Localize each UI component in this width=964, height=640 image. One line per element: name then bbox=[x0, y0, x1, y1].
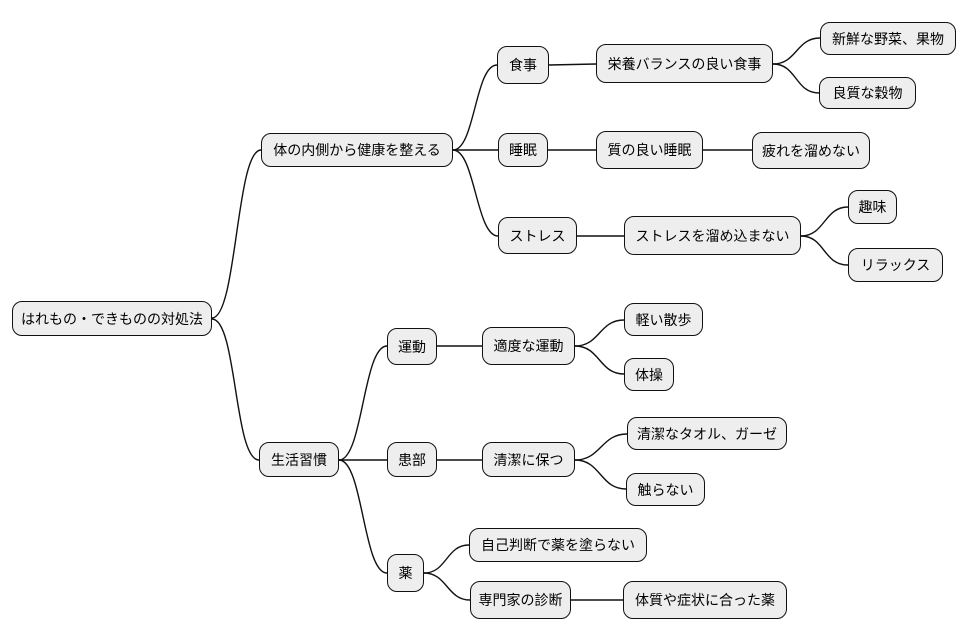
node-calisthenics: 体操 bbox=[624, 358, 674, 391]
node-hobby: 趣味 bbox=[848, 190, 897, 224]
node-no-self-medication: 自己判断で薬を塗らない bbox=[469, 528, 647, 562]
edge-root-inner-health bbox=[211, 149, 262, 319]
edge-keep-clean-no-touching bbox=[574, 459, 627, 490]
node-specialist-diagnosis: 専門家の診断 bbox=[470, 581, 571, 619]
node-fresh-vegetables: 新鮮な野菜、果物 bbox=[820, 22, 956, 55]
edge-balanced-meal-fresh-vegetables bbox=[772, 37, 821, 65]
node-lifestyle: 生活習慣 bbox=[259, 442, 339, 477]
node-meal: 食事 bbox=[497, 46, 549, 84]
node-relax: リラックス bbox=[848, 248, 943, 282]
node-keep-clean: 清潔に保つ bbox=[482, 442, 575, 477]
node-sleep: 睡眠 bbox=[498, 133, 548, 167]
node-stress: ストレス bbox=[498, 217, 577, 254]
edge-moderate-exercise-calisthenics bbox=[574, 345, 625, 375]
edge-keep-clean-clean-towel-gauze bbox=[574, 433, 628, 461]
node-root: はれもの・できものの対処法 bbox=[12, 301, 212, 336]
edge-lifestyle-medicine bbox=[338, 459, 388, 574]
edge-medicine-no-self-medication bbox=[423, 544, 470, 574]
edge-lifestyle-exercise bbox=[338, 345, 388, 461]
node-no-stress-buildup: ストレスを溜め込まない bbox=[624, 216, 801, 255]
node-no-touching: 触らない bbox=[626, 473, 705, 506]
node-quality-sleep: 質の良い睡眠 bbox=[596, 131, 703, 169]
edge-inner-health-stress bbox=[452, 149, 499, 237]
edge-balanced-meal-quality-grains bbox=[772, 63, 820, 94]
edge-meal-balanced-meal bbox=[548, 63, 597, 66]
node-clean-towel-gauze: 清潔なタオル、ガーゼ bbox=[627, 417, 787, 450]
node-no-fatigue: 疲れを溜めない bbox=[752, 132, 870, 169]
node-moderate-exercise: 適度な運動 bbox=[482, 327, 575, 365]
node-exercise: 運動 bbox=[387, 328, 437, 365]
node-medicine: 薬 bbox=[387, 554, 424, 592]
node-inner-health: 体の内側から健康を整える bbox=[261, 133, 453, 167]
edge-root-lifestyle bbox=[211, 318, 260, 461]
edge-no-stress-buildup-hobby bbox=[800, 206, 849, 237]
node-suitable-medicine: 体質や症状に合った薬 bbox=[623, 581, 787, 619]
node-balanced-meal: 栄養バランスの良い食事 bbox=[596, 44, 773, 83]
node-light-walk: 軽い散歩 bbox=[624, 303, 703, 336]
edge-no-stress-buildup-relax bbox=[800, 235, 849, 266]
edge-moderate-exercise-light-walk bbox=[574, 319, 625, 347]
edge-inner-health-meal bbox=[452, 64, 498, 151]
node-affected-area: 患部 bbox=[387, 442, 437, 477]
node-quality-grains: 良質な穀物 bbox=[819, 77, 916, 109]
edge-medicine-specialist-diagnosis bbox=[423, 572, 471, 601]
